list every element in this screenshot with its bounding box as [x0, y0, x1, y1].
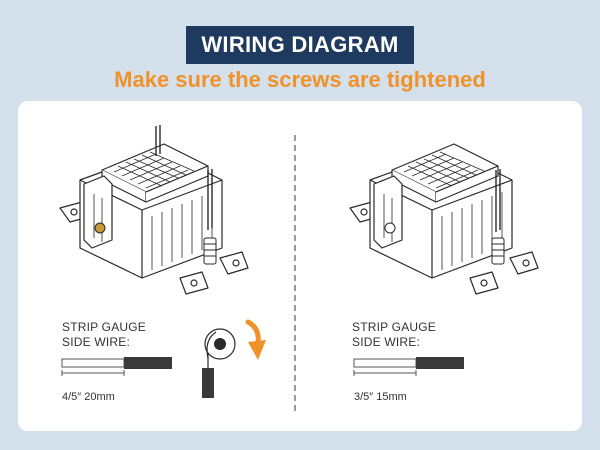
content-panel	[18, 101, 582, 431]
diagram-subtitle: Make sure the screws are tightened	[114, 67, 486, 92]
strip-gauge-label: STRIP GAUGE SIDE WIRE:	[62, 320, 146, 350]
wire-hook-icon	[202, 328, 236, 398]
strip-gauge-label: STRIP GAUGE SIDE WIRE:	[352, 320, 436, 350]
panel-divider	[294, 135, 296, 411]
outlet-receptacle-icon	[59, 125, 249, 295]
outlet-receptacle-icon	[349, 143, 539, 295]
strip-gauge-label-line1: STRIP GAUGE	[352, 320, 436, 334]
strip-length-measure: 3/5″ 15mm	[354, 391, 407, 403]
strip-gauge-label-line2: SIDE WIRE:	[62, 335, 131, 349]
brass-screw-icon	[94, 222, 106, 234]
strip-gauge-label-line2: SIDE WIRE:	[352, 335, 421, 349]
strip-gauge-label-line1: STRIP GAUGE	[62, 320, 146, 334]
clockwise-arrow-icon	[245, 319, 266, 360]
strip-gauge-wire	[353, 357, 464, 376]
diagram-title: WIRING DIAGRAM	[186, 26, 414, 64]
strip-length-measure: 4/5″ 20mm	[62, 391, 115, 403]
strip-gauge-wire	[61, 357, 172, 376]
